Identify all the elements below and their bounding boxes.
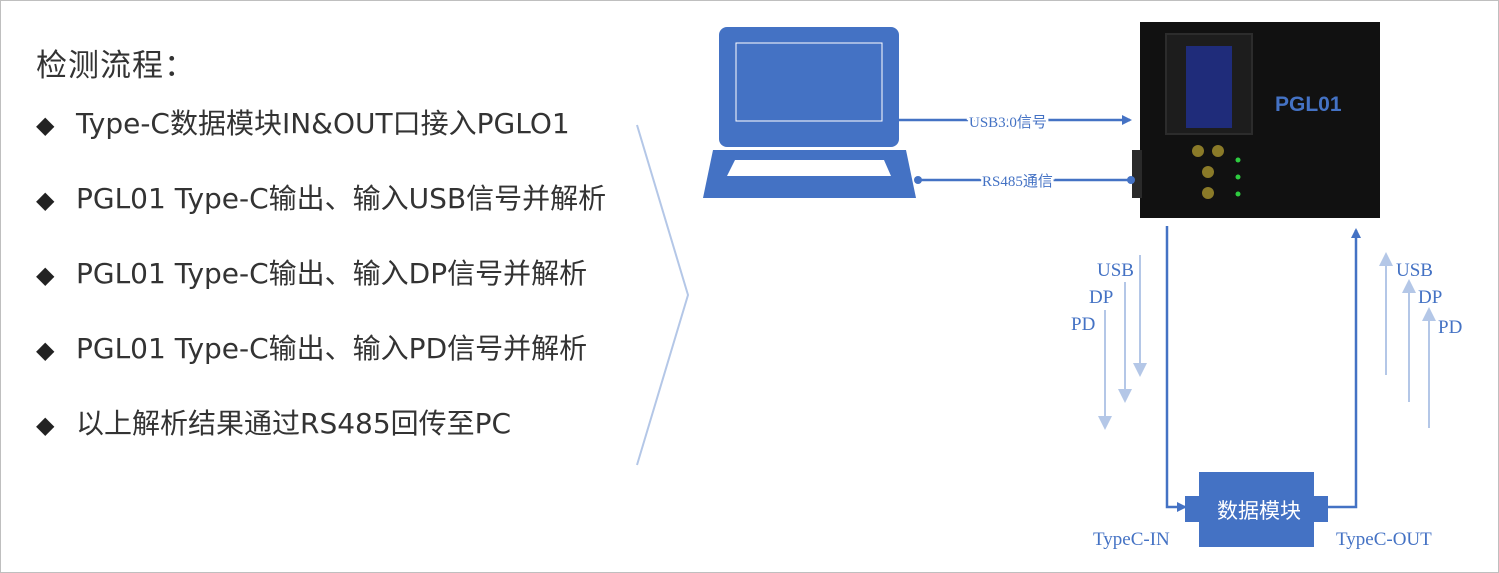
step-item: ◆ 以上解析结果通过RS485回传至PC [36, 407, 606, 482]
signal-out-usb-label: USB [1396, 260, 1433, 281]
process-title: 检测流程： [36, 48, 196, 84]
step-text: PGL01 Type-C输出、输入PD信号并解析 [76, 332, 588, 365]
typec-in-path [1165, 226, 1187, 512]
signal-out-pd-label: PD [1438, 317, 1462, 338]
usb-link-label: USB3.0信号 [969, 114, 1047, 131]
diamond-bullet-icon: ◆ [36, 411, 55, 439]
pgl01-device [1132, 22, 1380, 218]
diamond-bullet-icon: ◆ [36, 336, 55, 364]
signal-in-usb-label: USB [1097, 260, 1134, 281]
signal-in-pd-label: PD [1071, 314, 1095, 335]
device-label: PGL01 [1275, 93, 1342, 116]
rs485-port-dot [914, 176, 922, 184]
process-steps: ◆ Type-C数据模块IN&OUT口接入PGLO1 ◆ PGL01 Type-C输… [36, 107, 606, 482]
signal-in-dp-label: DP [1089, 287, 1113, 308]
typec-out-path [1327, 228, 1361, 509]
module-port-in [1185, 496, 1201, 522]
step-text: PGL01 Type-C输出、输入DP信号并解析 [76, 257, 588, 290]
rs485-port-dot [1127, 176, 1135, 184]
step-item: ◆ PGL01 Type-C输出、输入USB信号并解析 [36, 182, 606, 257]
data-module-box [1199, 472, 1314, 547]
typec-out-label: TypeC-OUT [1336, 529, 1432, 550]
data-module-label: 数据模块 [1217, 499, 1301, 523]
step-item: ◆ PGL01 Type-C输出、输入PD信号并解析 [36, 332, 606, 407]
step-item: ◆ Type-C数据模块IN&OUT口接入PGLO1 [36, 107, 606, 182]
module-port-out [1312, 496, 1328, 522]
process-panel: 检测流程： ◆ Type-C数据模块IN&OUT口接入PGLO1 ◆ PGL01 T… [36, 40, 606, 482]
typec-in-label: TypeC-IN [1093, 529, 1170, 550]
step-text: Type-C数据模块IN&OUT口接入PGLO1 [76, 107, 570, 140]
signal-out-dp-label: DP [1418, 287, 1442, 308]
step-text: 以上解析结果通过RS485回传至PC [76, 407, 512, 440]
group-chevron [636, 124, 690, 466]
laptop-icon [703, 27, 916, 198]
step-item: ◆ PGL01 Type-C输出、输入DP信号并解析 [36, 257, 606, 332]
diamond-bullet-icon: ◆ [36, 111, 55, 139]
diamond-bullet-icon: ◆ [36, 261, 55, 289]
diamond-bullet-icon: ◆ [36, 186, 55, 214]
step-text: PGL01 Type-C输出、输入USB信号并解析 [76, 182, 607, 215]
rs485-link-label: RS485通信 [982, 173, 1053, 190]
